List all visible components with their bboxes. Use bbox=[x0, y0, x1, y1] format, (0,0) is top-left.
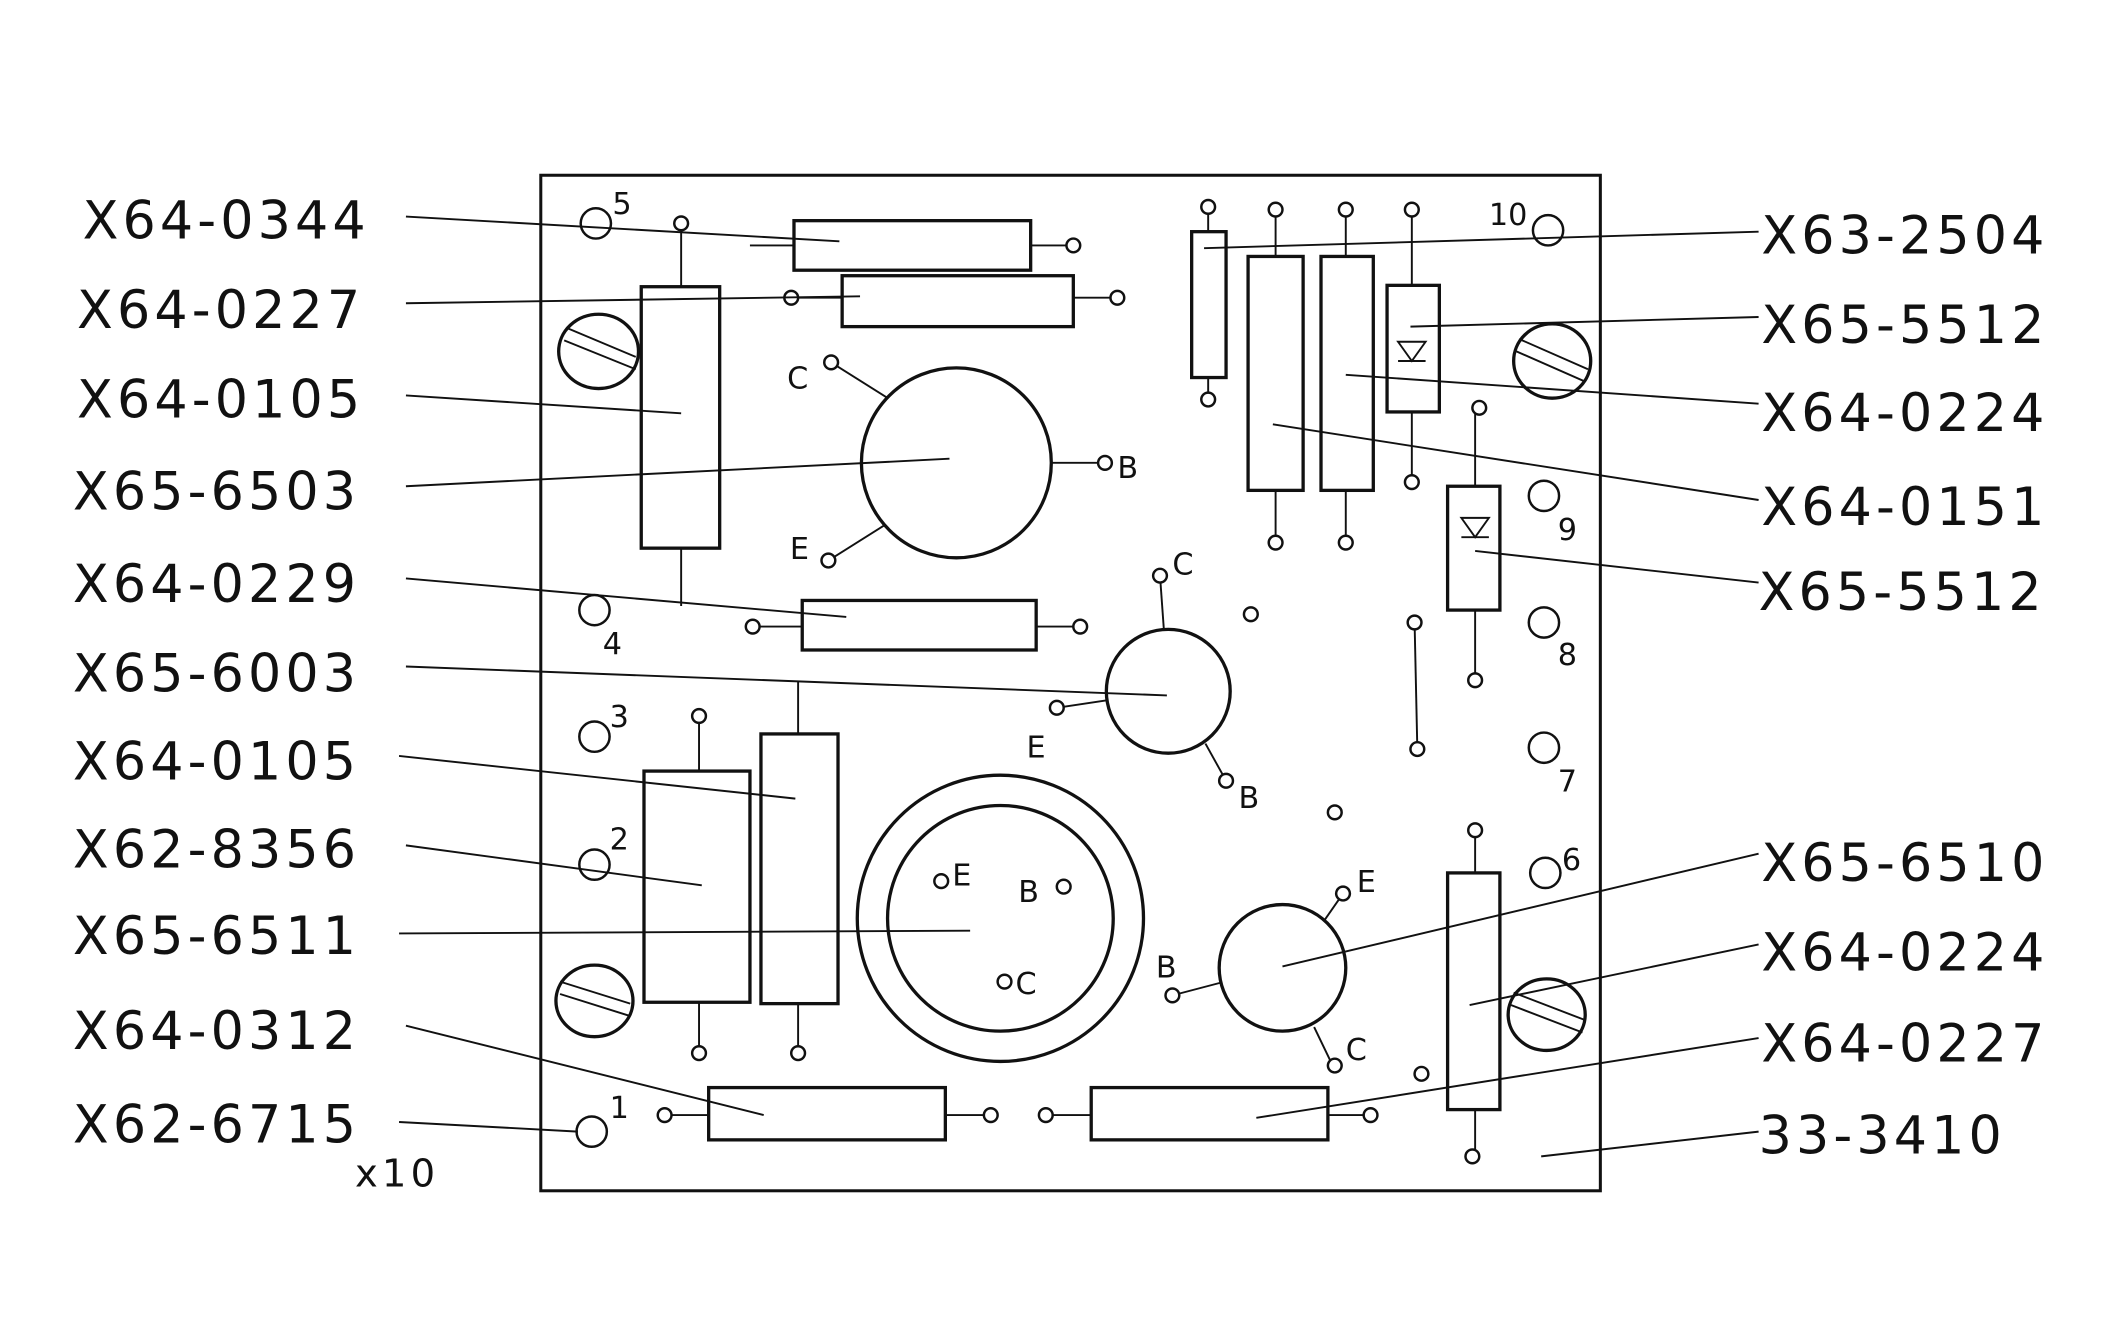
part-label: X65-6003 bbox=[73, 643, 360, 704]
terminal-10-label: 10 bbox=[1489, 198, 1528, 233]
resistor bbox=[783, 274, 1126, 329]
mounting-hole bbox=[1242, 606, 1259, 623]
diode bbox=[1445, 399, 1502, 689]
terminal-9-label: 9 bbox=[1558, 513, 1577, 548]
transistor-medium: C E B bbox=[1027, 547, 1260, 816]
part-label: X64-0229 bbox=[73, 554, 360, 615]
resistor bbox=[1037, 1085, 1379, 1142]
mounting-hole bbox=[1413, 1065, 1430, 1082]
terminal-7-label: 7 bbox=[1558, 765, 1577, 800]
part-label: X64-0105 bbox=[73, 731, 360, 792]
pin-c-label: C bbox=[1016, 967, 1037, 1002]
pin-e-label: E bbox=[1357, 865, 1376, 900]
terminal-2-label: 2 bbox=[610, 823, 629, 858]
part-label: X64-0151 bbox=[1761, 477, 2048, 538]
pin-e-label: E bbox=[790, 532, 809, 567]
part-label: X64-0344 bbox=[83, 191, 370, 252]
pin-c-label: C bbox=[787, 362, 808, 397]
resistor bbox=[1445, 822, 1502, 1165]
terminal-4-label: 4 bbox=[603, 627, 622, 662]
part-label: X64-0224 bbox=[1761, 383, 2048, 444]
part-label: X65-5512 bbox=[1761, 295, 2048, 356]
pin-b-label: B bbox=[1238, 781, 1259, 816]
mounting-screw bbox=[1506, 977, 1587, 1053]
part-label: X64-0227 bbox=[77, 280, 364, 341]
pin-e-label: E bbox=[1027, 730, 1046, 765]
resistor bbox=[744, 598, 1089, 652]
part-label: X64-0227 bbox=[1761, 1013, 2048, 1074]
transistor-large: C E B bbox=[787, 354, 1138, 569]
pin-b-label: B bbox=[1018, 875, 1039, 910]
part-label: X64-0312 bbox=[73, 1001, 360, 1062]
pin-b-label: B bbox=[1156, 950, 1177, 985]
part-label: X63-2504 bbox=[1761, 206, 2048, 267]
pin-b-label: B bbox=[1117, 451, 1138, 486]
resistor bbox=[759, 681, 840, 1062]
diode bbox=[1385, 201, 1442, 491]
mounting-screw bbox=[554, 963, 635, 1039]
right-leader-lines bbox=[1204, 230, 1759, 1158]
part-label: X64-0105 bbox=[77, 369, 364, 430]
terminal-5-label: 5 bbox=[612, 187, 631, 222]
part-label: X64-0224 bbox=[1761, 923, 2048, 984]
part-label: X65-5512 bbox=[1759, 562, 2046, 623]
circuit-board-outline bbox=[539, 173, 1602, 1193]
terminal-1-label: 1 bbox=[610, 1091, 629, 1126]
pin-e-label: E bbox=[952, 858, 971, 893]
power-transistor: E B C bbox=[855, 773, 1146, 1064]
pin-c-label: C bbox=[1172, 547, 1193, 582]
part-label: X62-8356 bbox=[73, 819, 360, 880]
terminal-8-label: 8 bbox=[1558, 638, 1577, 673]
resistor bbox=[1319, 201, 1375, 551]
resistor bbox=[642, 707, 752, 1062]
mounting-hole bbox=[1326, 804, 1343, 821]
left-leader-lines bbox=[398, 215, 1167, 1133]
left-part-labels: X64-0344 X64-0227 X64-0105 X65-6503 X64-… bbox=[73, 191, 439, 1197]
part-label: X65-6511 bbox=[73, 906, 360, 967]
part-label: X65-6503 bbox=[73, 462, 360, 523]
jumper-wire bbox=[1406, 614, 1426, 758]
mounting-screw bbox=[557, 312, 641, 391]
pin-c-label: C bbox=[1346, 1033, 1367, 1068]
quantity-multiplier: x10 bbox=[355, 1152, 439, 1197]
part-label: 33-3410 bbox=[1759, 1106, 2006, 1167]
right-part-labels: X63-2504 X65-5512 X64-0224 X64-0151 X65-… bbox=[1759, 206, 2048, 1167]
resistor bbox=[656, 1085, 999, 1142]
part-label: X62-6715 bbox=[73, 1095, 360, 1156]
resistor bbox=[1246, 201, 1305, 551]
terminal-3-label: 3 bbox=[610, 700, 629, 735]
resistor bbox=[749, 219, 1082, 272]
transistor-medium: E B C bbox=[1156, 865, 1376, 1074]
resistor bbox=[639, 215, 722, 606]
resistor bbox=[1190, 198, 1228, 408]
terminal-6-label: 6 bbox=[1562, 843, 1581, 878]
mounting-screw bbox=[1512, 322, 1593, 400]
part-label: X65-6510 bbox=[1761, 833, 2048, 894]
